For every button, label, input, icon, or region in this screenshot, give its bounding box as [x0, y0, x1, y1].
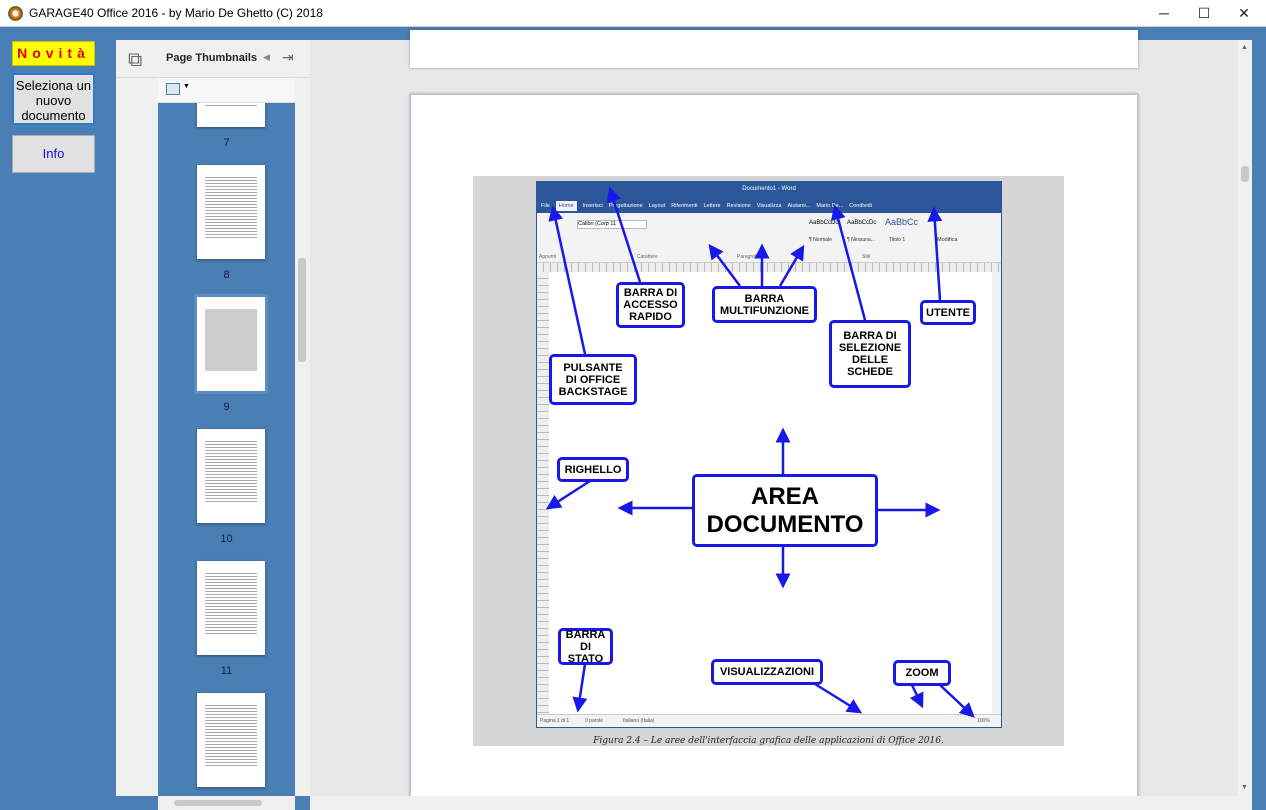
style-preview: AaBbCc: [885, 217, 919, 227]
scroll-thumb[interactable]: [1241, 166, 1249, 182]
document-vscrollbar[interactable]: ▲ ▼: [1238, 40, 1252, 796]
thumbnail-page-8[interactable]: [197, 165, 265, 259]
callout-utente: UTENTE: [920, 300, 976, 325]
status-words: 0 parole: [585, 718, 604, 724]
novita-button[interactable]: Novità: [12, 41, 95, 66]
ribbon-group: Stili: [862, 254, 871, 260]
ribbon-group: Carattere: [637, 254, 658, 260]
info-button[interactable]: Info: [12, 135, 95, 173]
ribbon-group: Appunti: [539, 254, 556, 260]
page-number: 8: [223, 269, 230, 281]
thumbnails-header: ⧉ Page Thumbnails ◀ ⇥: [116, 40, 310, 78]
thumbnails-list: 7 8 9 10 11 12: [158, 103, 295, 796]
word-tab: Condividi: [849, 202, 872, 209]
callout-righello: RIGHELLO: [557, 457, 629, 482]
document-page: [410, 30, 1138, 68]
window-title: GARAGE40 Office 2016 - by Mario De Ghett…: [29, 6, 323, 20]
page-number: 9: [223, 401, 230, 413]
pages-icon[interactable]: ⧉: [128, 49, 143, 71]
dock-icon[interactable]: ⇥: [282, 49, 294, 65]
status-page: Pagina 1 di 1: [540, 718, 570, 724]
callout-barra-stato: BARRA DI STATO: [558, 628, 613, 665]
thumbnails-title: Page Thumbnails: [166, 52, 258, 64]
scroll-down-icon[interactable]: ▼: [1241, 784, 1248, 791]
callout-multifunzione: BARRA MULTIFUNZIONE: [712, 286, 817, 323]
collapse-left-icon[interactable]: ◀: [263, 52, 270, 62]
style-name: ¶ Nessuna...: [847, 237, 875, 243]
word-screenshot: Documento1 - Word File Home Inserisci Pr…: [536, 181, 1002, 728]
callout-schede: BARRA DI SELEZIONE DELLE SCHEDE: [829, 320, 911, 388]
word-tab: Aiutami...: [787, 202, 811, 209]
chevron-down-icon[interactable]: ▼: [183, 83, 190, 90]
word-tab: File: [541, 202, 550, 209]
thumbnail-page-10[interactable]: [197, 429, 265, 523]
word-title: Documento1 - Word: [742, 186, 796, 192]
thumbnail-page-7[interactable]: [197, 103, 265, 127]
thumbnails-hscrollbar[interactable]: [158, 796, 295, 810]
callout-area-documento: AREA DOCUMENTO: [692, 474, 878, 547]
page-number: 10: [220, 533, 233, 545]
callout-visualizzazioni: VISUALIZZAZIONI: [711, 659, 823, 685]
maximize-button[interactable]: ☐: [1197, 5, 1211, 21]
thumbnail-page-9[interactable]: [194, 294, 268, 394]
view-options-icon[interactable]: [166, 83, 180, 95]
word-tab: Visualizza: [756, 202, 782, 209]
page-number: 11: [220, 665, 233, 677]
document-hscrollbar[interactable]: [310, 796, 1252, 810]
thumbnail-page-12[interactable]: [197, 693, 265, 787]
status-language: Italiano (Italia): [623, 718, 655, 724]
select-document-button[interactable]: Seleziona un nuovo documento: [12, 73, 95, 125]
style-name: ¶ Normale: [809, 237, 832, 243]
word-tab: Riferimenti: [671, 202, 698, 209]
word-tab: Home: [555, 200, 577, 211]
callout-backstage: PULSANTE DI OFFICE BACKSTAGE: [549, 354, 637, 405]
style-name: Titolo 1: [889, 237, 906, 243]
word-tab: Revisione: [726, 202, 751, 209]
word-tab: Lettere: [703, 202, 721, 209]
thumbnail-page-11[interactable]: [197, 561, 265, 655]
scroll-up-icon[interactable]: ▲: [1241, 44, 1248, 51]
minimize-button[interactable]: ─: [1159, 5, 1169, 21]
status-zoom: 100%: [977, 718, 990, 724]
scroll-thumb[interactable]: [298, 258, 306, 362]
app-icon: [8, 6, 23, 21]
figure-caption: Figura 2.4 – Le aree dell'interfaccia gr…: [593, 736, 944, 746]
word-tabs: File Home Inserisci Progettazione Layout…: [541, 200, 999, 211]
word-tab: Layout: [648, 202, 666, 209]
style-preview: AaBbCcDc: [809, 220, 839, 226]
word-tab: Inserisci: [582, 202, 603, 209]
callout-accesso-rapido: BARRA DI ACCESSO RAPIDO: [616, 282, 685, 328]
thumbnails-scrollbar[interactable]: [295, 78, 310, 796]
scroll-thumb[interactable]: [174, 800, 262, 806]
thumbnails-toolbar: ▼: [158, 78, 295, 103]
word-tab: Progettazione: [608, 202, 643, 209]
title-bar: GARAGE40 Office 2016 - by Mario De Ghett…: [0, 0, 1266, 27]
close-button[interactable]: ✕: [1238, 5, 1250, 21]
style-preview: AaBbCcDc: [847, 220, 877, 226]
page-number: 7: [223, 137, 230, 149]
pane-strip: [116, 78, 158, 796]
ribbon-group: Paragrafo: [737, 254, 759, 260]
ribbon-group: Modifica: [937, 237, 958, 243]
callout-zoom: ZOOM: [893, 660, 951, 686]
font-box: Calibri (Corp 11: [577, 220, 647, 229]
word-tab: Mario De...: [816, 202, 844, 209]
